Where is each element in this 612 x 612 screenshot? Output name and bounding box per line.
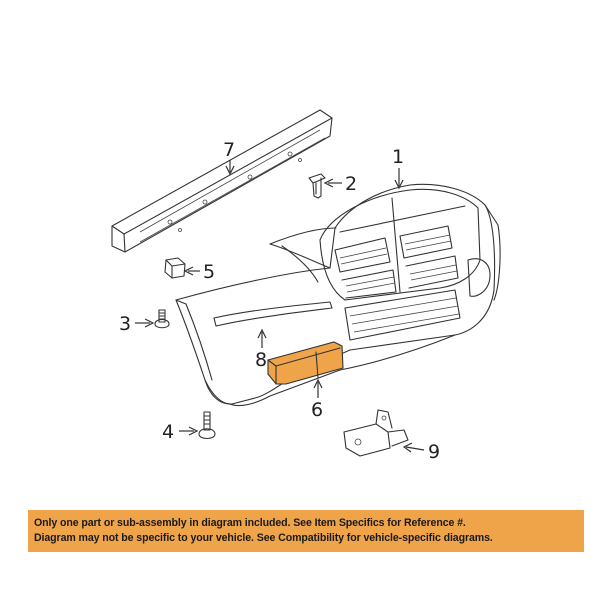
bumper-cover-part <box>175 183 501 407</box>
lamp-housing-fill <box>267 341 344 385</box>
push-pin-part-4 <box>198 411 216 440</box>
disclaimer-line-1: Only one part or sub-assembly in diagram… <box>34 517 466 529</box>
bolt-part-2 <box>308 173 326 199</box>
bracket-part <box>343 409 409 457</box>
callout-9: 9 <box>428 441 440 463</box>
disclaimer-banner: Only one part or sub-assembly in diagram… <box>28 510 584 552</box>
callout-1: 1 <box>392 146 404 168</box>
callout-7: 7 <box>223 139 235 161</box>
disclaimer-line-2: Diagram may not be specific to your vehi… <box>34 532 493 544</box>
callout-4: 4 <box>162 421 174 443</box>
clip-nut-part <box>164 257 186 279</box>
callout-2: 2 <box>345 173 357 195</box>
callout-5: 5 <box>203 261 215 283</box>
push-pin-part-3 <box>154 309 170 329</box>
lamp-housing-part-highlighted <box>267 341 344 385</box>
callout-3: 3 <box>119 313 131 335</box>
callout-8: 8 <box>255 349 267 371</box>
leader-lines <box>135 160 425 453</box>
callout-6: 6 <box>311 399 323 421</box>
reinforcement-bar-part <box>111 109 333 253</box>
